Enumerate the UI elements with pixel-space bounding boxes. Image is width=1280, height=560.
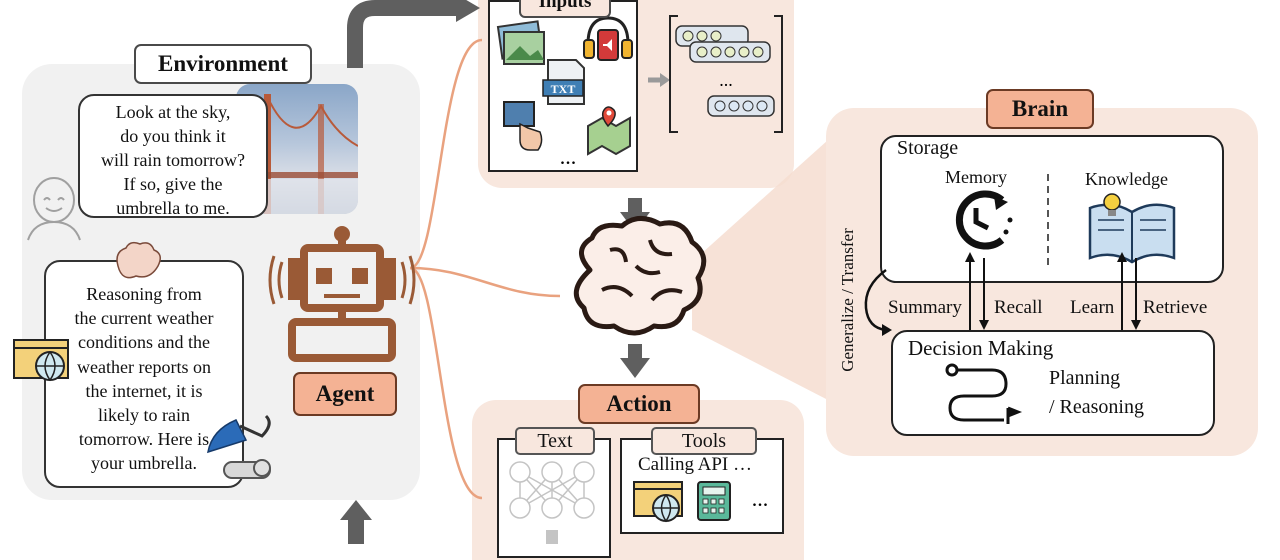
user-bubble-line: If so, give the	[123, 174, 223, 194]
user-bubble-line: Look at the sky,	[115, 102, 231, 122]
memory-label: Memory	[945, 167, 1007, 187]
image-file-icon	[496, 20, 545, 65]
user-bubble-line: do you think it	[120, 126, 226, 146]
token-bracket-right	[774, 15, 783, 133]
agent-bubble-line: weather reports on	[77, 356, 211, 377]
brain-focus-beam	[692, 140, 828, 400]
user-bubble-line: will rain tomorrow?	[101, 150, 245, 170]
small-brain-icon	[116, 241, 161, 279]
agent-framework-diagram: Environment Look at the sky, do you thin…	[13, 0, 1258, 560]
decision-making-box	[891, 330, 1215, 436]
arrow-head	[456, 0, 480, 22]
neural-network-icon	[509, 461, 595, 544]
token-row	[675, 25, 771, 63]
brain-detail-layer	[864, 174, 1176, 424]
user-speech-bubble: Look at the sky, do you think it will ra…	[78, 94, 268, 218]
user-bubble-line: umbrella to me.	[116, 198, 230, 218]
headphones-audio-icon	[583, 16, 633, 61]
token-row	[707, 95, 775, 117]
agent-bubble-line: your umbrella.	[91, 453, 197, 474]
inputs-to-tokens-arrow	[660, 73, 670, 87]
tool-icons: ...	[633, 481, 769, 523]
calculator-icon	[697, 481, 731, 521]
agent-bubble-line: conditions and the	[78, 332, 210, 353]
reasoning-label: / Reasoning	[1049, 396, 1144, 418]
action-title: Action	[578, 384, 700, 424]
agent-bubble-line: the current weather	[74, 308, 214, 329]
user-avatar-icon	[27, 177, 81, 241]
memory-clock-icon	[955, 190, 1013, 250]
knowledge-label: Knowledge	[1085, 169, 1168, 189]
internet-globe-icon	[13, 339, 69, 382]
text-label: Text	[515, 427, 595, 455]
token-bracket-left	[669, 15, 678, 133]
web-tool-icon	[633, 481, 683, 523]
token-more-ellipsis: ...	[719, 70, 733, 90]
agent-robot-icon	[268, 226, 416, 362]
summary-label: Summary	[888, 297, 962, 318]
agent-bubble-line: likely to rain	[98, 405, 190, 426]
map-location-icon	[587, 106, 631, 156]
touch-screen-icon	[503, 101, 543, 151]
agent-speech-bubble: Reasoning from the current weather condi…	[44, 260, 244, 488]
calling-api-label: Calling API …	[638, 454, 753, 475]
central-brain-icon	[573, 216, 707, 336]
env-to-inputs-arrow	[347, 0, 458, 68]
tools-label: Tools	[651, 427, 757, 455]
tools-more-ellipsis: ...	[752, 486, 769, 511]
learn-label: Learn	[1070, 297, 1115, 318]
agent-to-action-connector	[409, 266, 483, 500]
agent-bubble-line: Reasoning from	[86, 284, 202, 304]
generalize-transfer-arrow	[864, 268, 887, 332]
umbrella-icon	[207, 414, 271, 479]
agent-label: Agent	[293, 372, 397, 416]
brain-to-action-arrow	[620, 358, 650, 378]
planning-path-icon	[945, 363, 1023, 424]
inputs-more-ellipsis: ...	[560, 144, 577, 169]
knowledge-book-icon	[1088, 193, 1176, 264]
agent-bubble-line: the internet, it is	[85, 380, 203, 401]
decision-making-label: Decision Making	[908, 336, 1054, 360]
txt-file-label: TXT	[551, 82, 576, 96]
agent-to-brain-connector	[409, 266, 561, 298]
agent-bubble-line: tomorrow. Here is	[78, 429, 210, 450]
connectors-layer: TXT ... ...	[13, 0, 828, 544]
action-to-env-arrow	[348, 516, 364, 544]
brain-title: Brain	[986, 89, 1094, 129]
storage-label: Storage	[897, 137, 959, 159]
environment-title: Environment	[134, 44, 312, 84]
planning-label: Planning	[1049, 367, 1121, 389]
retrieve-label: Retrieve	[1143, 297, 1208, 318]
arrow-head	[340, 500, 372, 520]
inputs-title: Inputs	[519, 0, 611, 18]
txt-file-icon: TXT	[542, 59, 585, 105]
recall-label: Recall	[994, 297, 1043, 318]
agent-to-inputs-connector	[409, 38, 483, 270]
